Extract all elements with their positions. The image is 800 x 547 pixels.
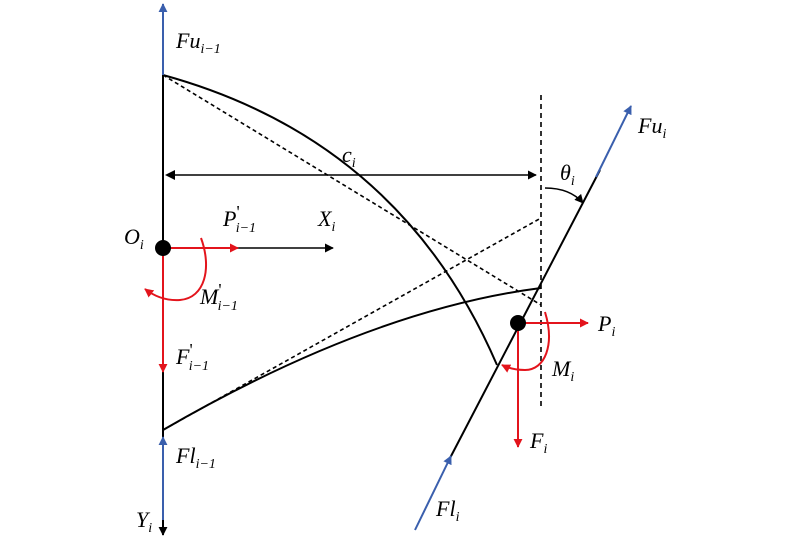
label-m-prev: M'i−1 bbox=[199, 280, 238, 314]
label-m-i: Mi bbox=[551, 356, 574, 385]
label-fl-prev: Fli−1 bbox=[175, 443, 216, 472]
label-theta-i: θi bbox=[560, 160, 575, 189]
label-y-i: Yi bbox=[136, 507, 152, 536]
fu-i-arrow bbox=[595, 105, 632, 178]
upper-curve bbox=[162, 74, 498, 366]
label-fu-i: Fui bbox=[637, 113, 666, 142]
c-dimension-left-head bbox=[165, 170, 175, 180]
label-p-prev: P'i−1 bbox=[222, 202, 256, 236]
label-f-i: Fi bbox=[529, 428, 547, 457]
label-c-i: ci bbox=[342, 142, 356, 171]
m-prev-arrow bbox=[144, 237, 208, 302]
label-fu-prev: Fui−1 bbox=[175, 28, 221, 57]
label-f-prev: F'i−1 bbox=[175, 340, 209, 374]
label-p-i: Pi bbox=[597, 311, 615, 340]
node-i bbox=[510, 315, 526, 331]
label-x-i: Xi bbox=[317, 206, 335, 235]
label-fl-i: Fli bbox=[435, 496, 460, 525]
fl-i-arrow bbox=[414, 455, 452, 531]
node-o-i bbox=[155, 240, 171, 256]
right-inclined-line bbox=[448, 169, 601, 461]
label-o-i: Oi bbox=[124, 224, 144, 253]
lower-dashed-chord bbox=[162, 217, 542, 431]
m-i-arrow bbox=[501, 311, 550, 373]
upper-dashed-chord bbox=[162, 74, 542, 306]
theta-arc bbox=[544, 187, 584, 204]
